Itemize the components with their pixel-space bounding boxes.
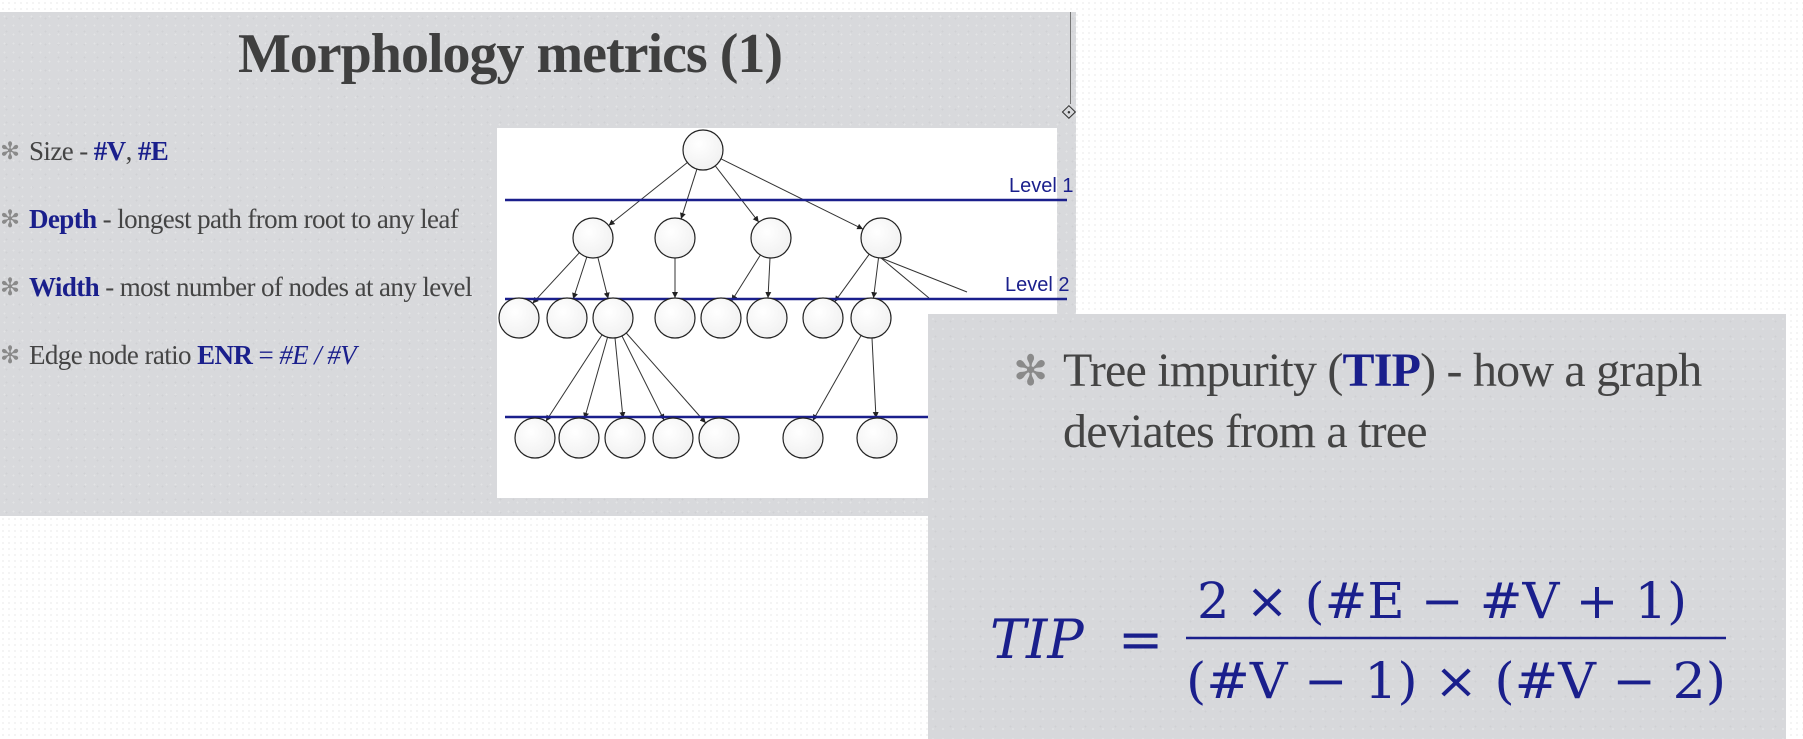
- level-1-label: Level 1: [1009, 175, 1074, 197]
- tree-edge: [532, 252, 580, 304]
- tree-edge: [680, 168, 698, 220]
- bullet-text: ) - how a graph deviates from a tree: [1063, 344, 1702, 458]
- slide-tree-impurity: ✻Tree impurity (TIP) - how a graph devia…: [928, 314, 1786, 739]
- tree-node: [546, 297, 588, 339]
- tree-edge: [720, 158, 864, 230]
- tip-formula: TIP = 2 × (#E − #V + 1) (#V − 1) × (#V −…: [990, 562, 1770, 712]
- asterisk-icon: ✻: [1013, 346, 1048, 395]
- asterisk-icon: ✻: [0, 137, 20, 165]
- tree-edge: [714, 165, 760, 223]
- tree-node: [698, 417, 740, 459]
- tree-edge: [871, 257, 880, 299]
- tree-edge: [731, 254, 761, 302]
- keyword-width: Width: [29, 272, 100, 302]
- tree-node: [782, 417, 824, 459]
- formula-numerator: 2 × (#E − #V + 1): [1197, 572, 1687, 630]
- keyword-tip: TIP: [1342, 344, 1421, 397]
- tree-node: [802, 297, 844, 339]
- bullet-text: - longest path from root to any leaf: [96, 204, 459, 234]
- tree-edge: [608, 162, 688, 226]
- tree-edge: [572, 256, 588, 300]
- asterisk-icon: ✻: [0, 341, 20, 369]
- tree-edge: [880, 257, 930, 299]
- formula-lhs: TIP: [990, 608, 1085, 671]
- keyword-e: #E: [137, 136, 169, 166]
- bullet-tip: ✻ Tree impurity (TIP) - how a graph devia…: [1013, 340, 1803, 462]
- enr-formula: #E / #V: [279, 340, 357, 370]
- bullet-enr: ✻ Edge node ratio ENR = #E / #V: [0, 336, 495, 374]
- tree-levels-figure: Level 1 Level 2: [497, 128, 1074, 498]
- tree-node: [604, 417, 646, 459]
- tree-node: [746, 297, 788, 339]
- tree-node: [654, 297, 696, 339]
- tree-nodes: [498, 129, 902, 459]
- tree-node: [558, 417, 600, 459]
- tree-edge: [545, 334, 603, 422]
- bullet-text: Size -: [29, 136, 94, 166]
- bullet-depth: ✻ Depth - longest path from root to any l…: [0, 200, 495, 238]
- tree-edge: [621, 335, 665, 421]
- tree-edge: [871, 337, 879, 419]
- bullet-width: ✻ Width - most number of nodes at any lev…: [0, 268, 495, 306]
- formula-equals: =: [1118, 608, 1163, 671]
- tree-edge: [812, 335, 862, 421]
- tree-node: [654, 217, 696, 259]
- asterisk-icon: ✻: [0, 273, 20, 301]
- keyword-v: #V: [93, 136, 126, 166]
- tip-equation: TIP = 2 × (#E − #V + 1) (#V − 1) × (#V −…: [990, 572, 1726, 710]
- slide-title: Morphology metrics (1): [237, 23, 783, 85]
- equals-sign: =: [252, 340, 280, 370]
- keyword-enr: ENR: [197, 340, 253, 370]
- slide-morphology-metrics: ⟐ Morphology metrics (1) ✻ Size - #V, #E …: [0, 12, 1077, 516]
- selection-guide-line: [1070, 12, 1071, 104]
- tree-diagram: Level 1 Level 2: [498, 129, 1074, 459]
- bullet-text: Edge node ratio: [29, 340, 198, 370]
- bullet-size: ✻ Size - #V, #E: [0, 132, 495, 170]
- bullet-text: - most number of nodes at any level: [99, 272, 472, 302]
- tree-node: [700, 297, 742, 339]
- tree-edge: [614, 337, 626, 419]
- tree-edge: [583, 337, 609, 419]
- tree-node: [850, 297, 892, 339]
- tree-node: [592, 297, 634, 339]
- level-2-label: Level 2: [1005, 274, 1070, 296]
- tree-edge: [765, 257, 772, 299]
- metrics-bullet-list: ✻ Size - #V, #E ✻ Depth - longest path fro…: [0, 132, 495, 404]
- tree-node: [682, 129, 724, 171]
- tree-edges: [532, 158, 968, 424]
- tree-edge: [597, 257, 610, 299]
- tree-node: [498, 297, 540, 339]
- asterisk-icon: ✻: [0, 205, 20, 233]
- bullet-text: ,: [125, 136, 138, 166]
- tree-edge: [834, 253, 870, 303]
- tree-node: [514, 417, 556, 459]
- tree-edge: [880, 257, 968, 293]
- keyword-depth: Depth: [29, 204, 97, 234]
- tree-node: [860, 217, 902, 259]
- diamond-handle-icon[interactable]: ⟐: [1061, 102, 1077, 124]
- tree-node: [652, 417, 694, 459]
- tree-edge: [625, 332, 707, 424]
- tree-node: [750, 217, 792, 259]
- bullet-text: Tree impurity (: [1063, 344, 1343, 397]
- tree-node: [572, 217, 614, 259]
- tree-node: [856, 417, 898, 459]
- formula-denominator: (#V − 1) × (#V − 2): [1186, 652, 1726, 710]
